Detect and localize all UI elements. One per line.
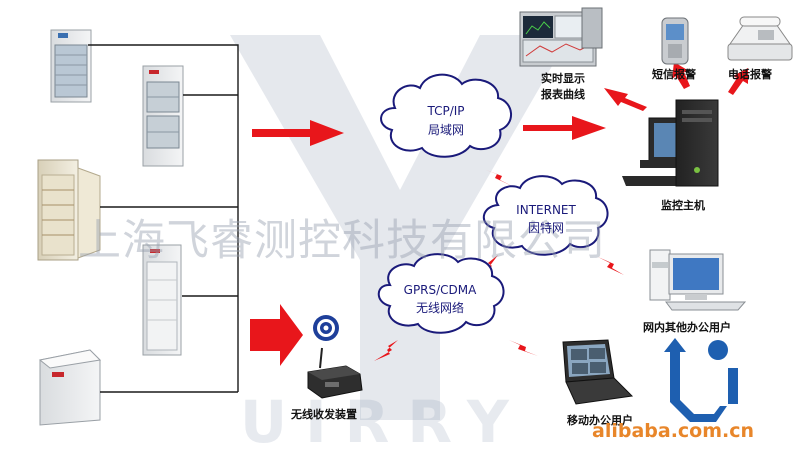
signal-bolt-lan-internet: [486, 170, 512, 186]
arrow-to-phone: [728, 68, 748, 95]
chest-freezer-icon: [38, 349, 102, 426]
arrow-to-lan: [252, 120, 344, 146]
lan-users-label: 网内其他办公用户: [643, 321, 731, 334]
cloud-internet: [483, 175, 609, 256]
signal-bolt-internet-gprs: [478, 255, 498, 278]
signal-bolt-gprs-wireless: [374, 340, 398, 361]
arrow-to-sms: [672, 62, 690, 89]
sms-alarm-label: 短信报警: [652, 68, 696, 81]
mobile-users-label: 移动办公用户: [567, 414, 633, 427]
wiring-lines: [88, 44, 239, 393]
wireless-transceiver-icon: [307, 347, 363, 399]
realtime-display-label-line1: 实时显示: [541, 72, 585, 85]
company-logo: [664, 338, 738, 422]
arrows: [250, 62, 748, 366]
laptop-computer-icon: [562, 339, 634, 405]
signal-bolt-gprs-mobile: [509, 340, 538, 356]
arrow-to-wireless: [250, 304, 303, 366]
mobile-phone-icon: [661, 17, 689, 65]
wireless-signals: [374, 170, 624, 361]
desk-telephone-icon: [727, 16, 793, 61]
site-watermark: alibaba.com.cn: [592, 420, 755, 442]
wireless-device-label: 无线收发装置: [291, 408, 357, 421]
signal-bolt-internet-lanusers: [598, 257, 624, 275]
cloud-gprs: [377, 253, 505, 334]
lan-office-computer-icon: [649, 249, 747, 311]
arrow-to-display: [604, 88, 647, 111]
monitor-host-label: 监控主机: [661, 199, 705, 212]
realtime-display-label-line2: 报表曲线: [541, 88, 585, 101]
phone-alarm-label: 电话报警: [728, 68, 772, 81]
brand-watermark-text: UIRRY: [240, 388, 527, 456]
incubator-icon: [37, 159, 101, 261]
arrow-to-host: [523, 116, 606, 140]
upright-freezer-icon: [142, 244, 182, 356]
monitor-host-computer-icon: [622, 99, 719, 187]
cloud-tcpip: [380, 73, 512, 158]
realtime-display-screenshot: [519, 7, 603, 67]
wireless-target-icon: [313, 315, 339, 341]
company-watermark-text: 上海飞睿测控科技有限公司: [78, 216, 606, 266]
glass-door-refrigerator-icon: [50, 29, 92, 103]
double-door-refrigerator-icon: [142, 65, 184, 167]
